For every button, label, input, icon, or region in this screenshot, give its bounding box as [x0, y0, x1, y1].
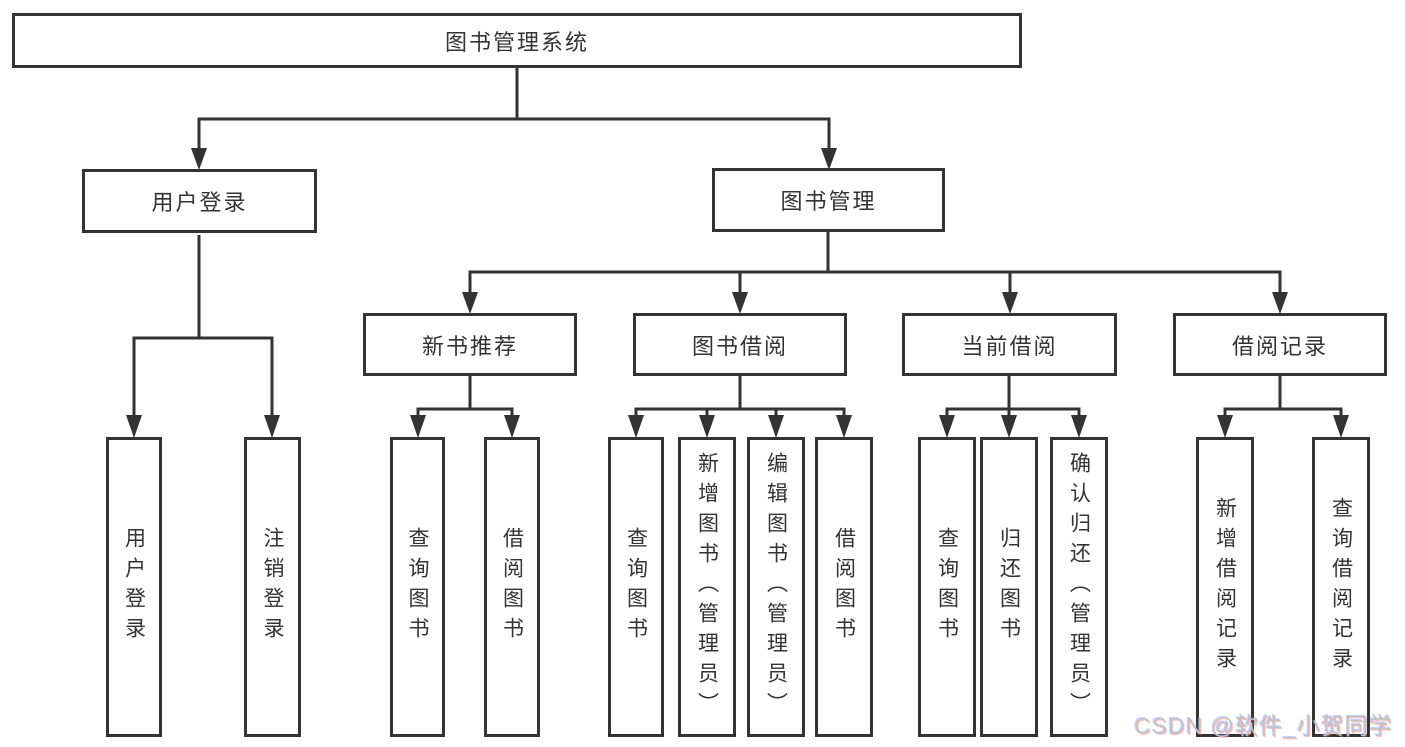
leaf-edit-book-admin-label: 编辑图书（管理员）	[764, 452, 788, 722]
leaf-borrow-books: 借阅图书	[815, 437, 873, 737]
node-current-borrow-label: 当前借阅	[961, 333, 1058, 359]
leaf-borrow-books-recommend-label: 借阅图书	[500, 527, 524, 647]
csdn-watermark: CSDN @软件_小贺同学	[1134, 713, 1393, 739]
leaf-add-borrow-record-label: 新增借阅记录	[1213, 497, 1237, 677]
leaf-edit-book-admin: 编辑图书（管理员）	[747, 437, 805, 737]
leaf-query-books-current-label: 查询图书	[935, 527, 959, 647]
leaf-borrow-books-label: 借阅图书	[832, 527, 856, 647]
node-borrow-records-label: 借阅记录	[1231, 333, 1328, 359]
leaf-return-book: 归还图书	[980, 437, 1038, 737]
leaf-add-borrow-record: 新增借阅记录	[1196, 437, 1254, 737]
node-user-login-label: 用户登录	[151, 190, 248, 215]
node-book-management-label: 图书管理	[780, 189, 877, 214]
leaf-return-book-label: 归还图书	[997, 527, 1021, 647]
arrowheads	[126, 148, 1349, 438]
node-book-management: 图书管理	[712, 168, 945, 232]
leaf-user-login-label: 用户登录	[122, 527, 146, 647]
leaf-query-books-recommend-label: 查询图书	[406, 527, 429, 647]
node-current-borrow: 当前借阅	[902, 313, 1117, 376]
node-user-login: 用户登录	[82, 169, 317, 233]
node-book-borrow: 图书借阅	[633, 313, 847, 376]
leaf-confirm-return-admin: 确认归还（管理员）	[1050, 437, 1108, 737]
leaf-user-login: 用户登录	[106, 437, 162, 737]
leaf-query-books-current: 查询图书	[918, 437, 976, 737]
leaf-logout: 注销登录	[244, 437, 301, 737]
node-root-label: 图书管理系统	[444, 29, 589, 55]
leaf-logout-label: 注销登录	[261, 527, 284, 647]
node-new-book-recommend-label: 新书推荐	[421, 333, 518, 359]
leaf-query-borrow-record: 查询借阅记录	[1312, 437, 1370, 737]
leaf-query-books-recommend: 查询图书	[390, 437, 445, 737]
leaf-query-books-borrow: 查询图书	[608, 437, 664, 737]
node-book-borrow-label: 图书借阅	[691, 333, 788, 359]
node-borrow-records: 借阅记录	[1173, 313, 1387, 376]
node-root: 图书管理系统	[12, 13, 1022, 68]
leaf-query-books-borrow-label: 查询图书	[624, 527, 648, 647]
leaf-confirm-return-admin-label: 确认归还（管理员）	[1067, 452, 1091, 722]
leaf-query-borrow-record-label: 查询借阅记录	[1329, 497, 1353, 677]
leaf-borrow-books-recommend: 借阅图书	[484, 437, 540, 737]
leaf-add-book-admin-label: 新增图书（管理员）	[695, 452, 719, 722]
node-new-book-recommend: 新书推荐	[363, 313, 577, 376]
leaf-add-book-admin: 新增图书（管理员）	[678, 437, 736, 737]
